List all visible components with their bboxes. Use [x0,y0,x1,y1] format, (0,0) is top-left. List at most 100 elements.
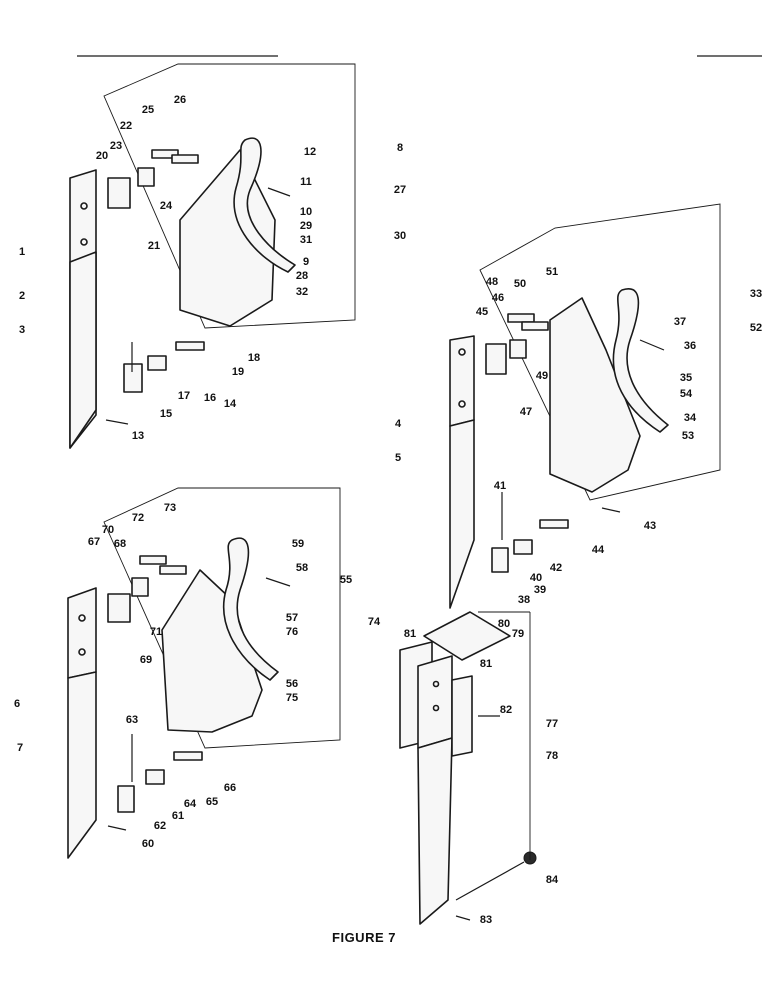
callout-9: 9 [303,256,309,268]
callout-63: 63 [126,714,138,726]
callout-3: 3 [19,324,25,336]
bolt [265,577,291,587]
bracket-body [161,569,263,733]
callout-42: 42 [550,562,562,574]
pin [171,154,199,164]
assembly-2 [449,203,721,609]
callout-80: 80 [498,618,510,630]
plate [491,547,509,573]
callout-74: 74 [368,616,381,628]
callout-2: 2 [19,290,25,302]
pin [159,565,187,575]
pin [507,313,535,323]
callout-60: 60 [142,838,154,850]
callout-49: 49 [536,370,548,382]
callout-7: 7 [17,742,23,754]
pin [139,555,167,565]
callout-13: 13 [132,430,144,442]
callout-37: 37 [674,316,686,328]
shank-hole [432,680,440,688]
callout-64: 64 [184,798,197,810]
callout-14: 14 [224,398,237,410]
callout-27: 27 [394,184,406,196]
callout-40: 40 [530,572,542,584]
callout-83: 83 [480,914,492,926]
callout-8: 8 [397,142,403,154]
assembly-4 [399,611,537,925]
callout-21: 21 [148,240,160,252]
block [137,167,155,187]
bracket-body [179,149,276,327]
callout-53: 53 [682,430,694,442]
callout-16: 16 [204,392,216,404]
figure-caption: FIGURE 7 [332,930,396,945]
bolt [639,339,665,351]
pin [175,341,205,351]
callout-76: 76 [286,626,298,638]
callout-72: 72 [132,512,144,524]
block [145,769,165,785]
stud [601,507,621,513]
callout-5: 5 [395,452,401,464]
callout-58: 58 [296,562,308,574]
callout-6: 6 [14,698,20,710]
shank-bar [417,655,453,749]
callout-20: 20 [96,150,108,162]
pin [521,321,549,331]
callout-69: 69 [140,654,152,666]
callout-32: 32 [296,286,308,298]
side-plate [451,675,473,757]
callout-50: 50 [514,278,526,290]
callout-51: 51 [546,266,558,278]
shank-hole [458,348,466,356]
callout-77: 77 [546,718,558,730]
callout-75: 75 [286,692,298,704]
callout-65: 65 [206,796,218,808]
callout-43: 43 [644,520,656,532]
point-blade [449,419,475,609]
shank-hole [78,614,86,622]
callout-4: 4 [395,418,402,430]
callouts: 1 2 3 4 5 6 7 8 9 10 11 12 13 14 15 16 1… [14,94,762,926]
callout-24: 24 [160,200,173,212]
spring-arm [233,137,296,273]
callout-19: 19 [232,366,244,378]
callout-45: 45 [476,306,488,318]
callout-44: 44 [592,544,605,556]
callout-62: 62 [154,820,166,832]
callout-30: 30 [394,230,406,242]
clamp-block [107,593,131,623]
callout-38: 38 [518,594,530,606]
shank-hole [80,238,88,246]
callout-26: 26 [174,94,186,106]
callout-1: 1 [19,246,25,258]
callout-36: 36 [684,340,696,352]
callout-82: 82 [500,704,512,716]
callout-78: 78 [546,750,558,762]
callout-48: 48 [486,276,498,288]
callout-29: 29 [300,220,312,232]
shank-hole [78,648,86,656]
callout-81b: 81 [480,658,492,670]
callout-39: 39 [534,584,546,596]
stud [105,419,129,425]
callout-52: 52 [750,322,762,334]
callout-12: 12 [304,146,316,158]
callout-31: 31 [300,234,312,246]
plate [123,363,143,393]
stud [107,825,127,831]
shank-hole [80,202,88,210]
callout-25: 25 [142,104,154,116]
block [147,355,167,371]
callout-81: 81 [404,628,416,640]
callout-55: 55 [340,574,352,586]
block [513,539,533,555]
callout-18: 18 [248,352,260,364]
callout-22: 22 [120,120,132,132]
callout-17: 17 [178,390,190,402]
callout-11: 11 [300,176,312,188]
callout-46: 46 [492,292,504,304]
callout-41: 41 [494,480,506,492]
callout-67: 67 [88,536,100,548]
